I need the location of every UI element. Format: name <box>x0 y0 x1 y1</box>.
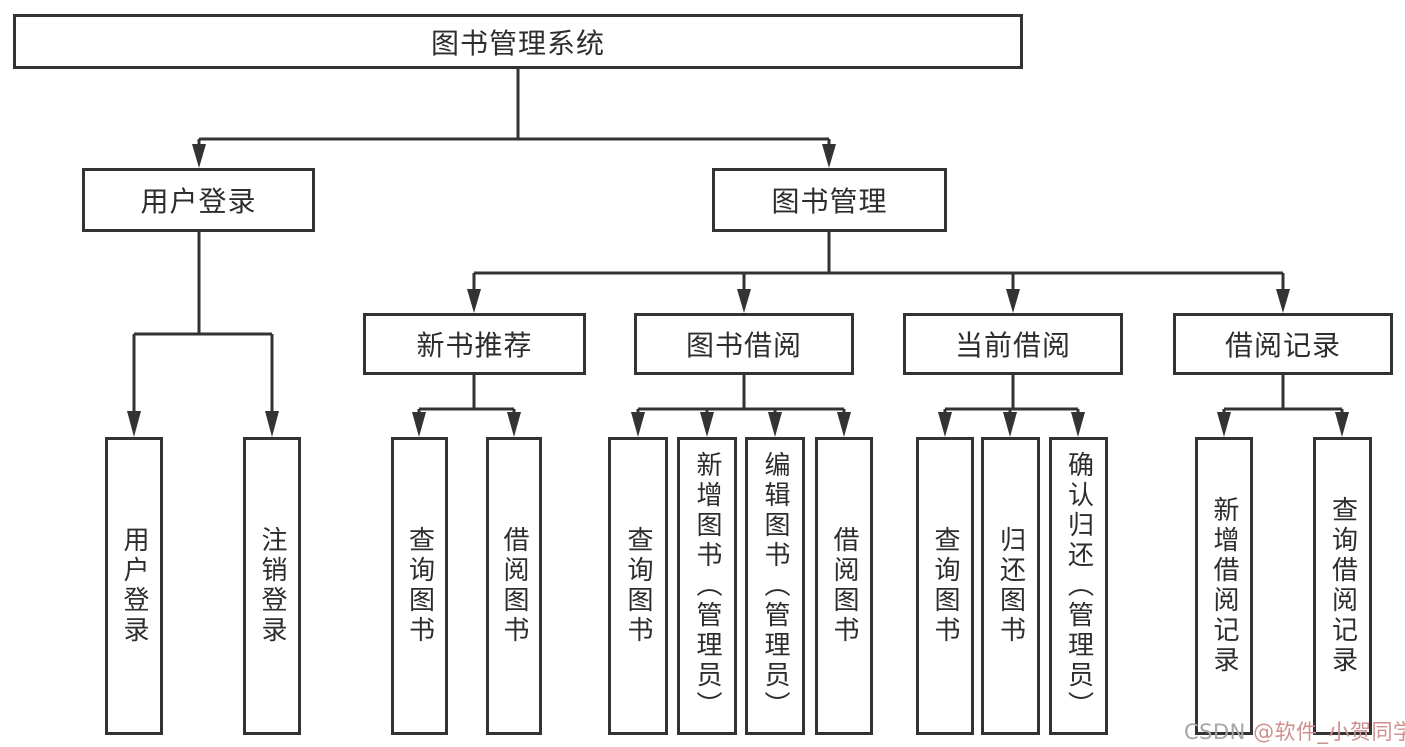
node-nb-borrow-books: 借阅图书 <box>486 437 542 735</box>
node-label: 图书借阅 <box>685 329 802 362</box>
node-bb-add-books-admin: 新增图书（管理员） <box>677 437 737 735</box>
arrow-down-icon <box>822 144 836 168</box>
node-label: 用户登录 <box>119 526 149 646</box>
node-label: 当前借阅 <box>954 329 1071 362</box>
arrow-down-icon <box>631 412 645 437</box>
node-label: 注销登录 <box>257 526 287 646</box>
arrow-down-icon <box>265 411 279 437</box>
connector-user-login-children <box>127 232 279 437</box>
connector-new-book-recommend-children <box>412 375 521 437</box>
arrow-down-icon <box>1006 289 1020 313</box>
node-label: 新增借阅记录 <box>1209 496 1239 676</box>
node-label: 编辑图书（管理员） <box>760 451 790 721</box>
node-ul-logout: 注销登录 <box>243 437 301 735</box>
node-label: 图书管理 <box>771 185 888 218</box>
arrow-down-icon <box>700 412 714 437</box>
node-label: 确认归还（管理员） <box>1063 451 1094 721</box>
arrow-down-icon <box>837 412 851 437</box>
arrow-down-icon <box>1071 412 1085 437</box>
node-label: 借阅图书 <box>499 526 529 646</box>
node-bb-edit-books-admin: 编辑图书（管理员） <box>745 437 805 735</box>
arrow-down-icon <box>737 289 751 313</box>
node-br-add-borrow-record: 新增借阅记录 <box>1195 437 1253 735</box>
arrow-down-icon <box>192 144 206 168</box>
arrow-down-icon <box>1003 412 1017 437</box>
arrow-down-icon <box>1335 412 1349 437</box>
arrow-down-icon <box>467 289 481 313</box>
arrow-down-icon <box>768 412 782 437</box>
node-bb-borrow-books: 借阅图书 <box>815 437 873 735</box>
node-label: 借阅记录 <box>1224 329 1341 362</box>
connector-book-management-children <box>467 232 1290 313</box>
node-cb-confirm-return-admin: 确认归还（管理员） <box>1049 437 1108 735</box>
arrow-down-icon <box>1276 289 1290 313</box>
node-cb-query-books: 查询图书 <box>916 437 974 735</box>
connector-root-to-level2 <box>192 69 836 168</box>
node-label: 新增图书（管理员） <box>692 451 722 721</box>
node-book-management: 图书管理 <box>712 168 947 232</box>
arrow-down-icon <box>412 412 426 437</box>
node-borrow-records: 借阅记录 <box>1173 313 1393 375</box>
arrow-down-icon <box>1217 412 1231 437</box>
node-br-query-borrow-record: 查询借阅记录 <box>1313 437 1372 735</box>
node-label: 查询图书 <box>623 526 653 646</box>
node-label: 用户登录 <box>140 185 257 218</box>
node-label: 查询借阅记录 <box>1327 496 1358 676</box>
node-label: 新书推荐 <box>416 329 533 362</box>
node-current-borrow: 当前借阅 <box>903 313 1123 375</box>
node-nb-query-books: 查询图书 <box>391 437 448 735</box>
node-new-book-recommend: 新书推荐 <box>363 313 586 375</box>
node-label: 借阅图书 <box>829 526 859 646</box>
node-label: 查询图书 <box>404 526 435 646</box>
arrow-down-icon <box>507 412 521 437</box>
connector-book-borrow-children <box>631 375 851 437</box>
node-user-login: 用户登录 <box>82 168 315 232</box>
node-cb-return-books: 归还图书 <box>981 437 1040 735</box>
arrow-down-icon <box>127 411 141 437</box>
node-book-borrow: 图书借阅 <box>634 313 854 375</box>
connector-borrow-records-children <box>1217 375 1349 437</box>
node-label: 图书管理系统 <box>430 26 605 60</box>
node-label: 归还图书 <box>995 526 1026 646</box>
connector-current-borrow-children <box>938 375 1085 437</box>
arrow-down-icon <box>938 412 952 437</box>
node-label: 查询图书 <box>930 526 960 646</box>
node-bb-query-books: 查询图书 <box>608 437 668 735</box>
node-library-management-system: 图书管理系统 <box>13 14 1023 69</box>
node-ul-user-login: 用户登录 <box>105 437 163 735</box>
